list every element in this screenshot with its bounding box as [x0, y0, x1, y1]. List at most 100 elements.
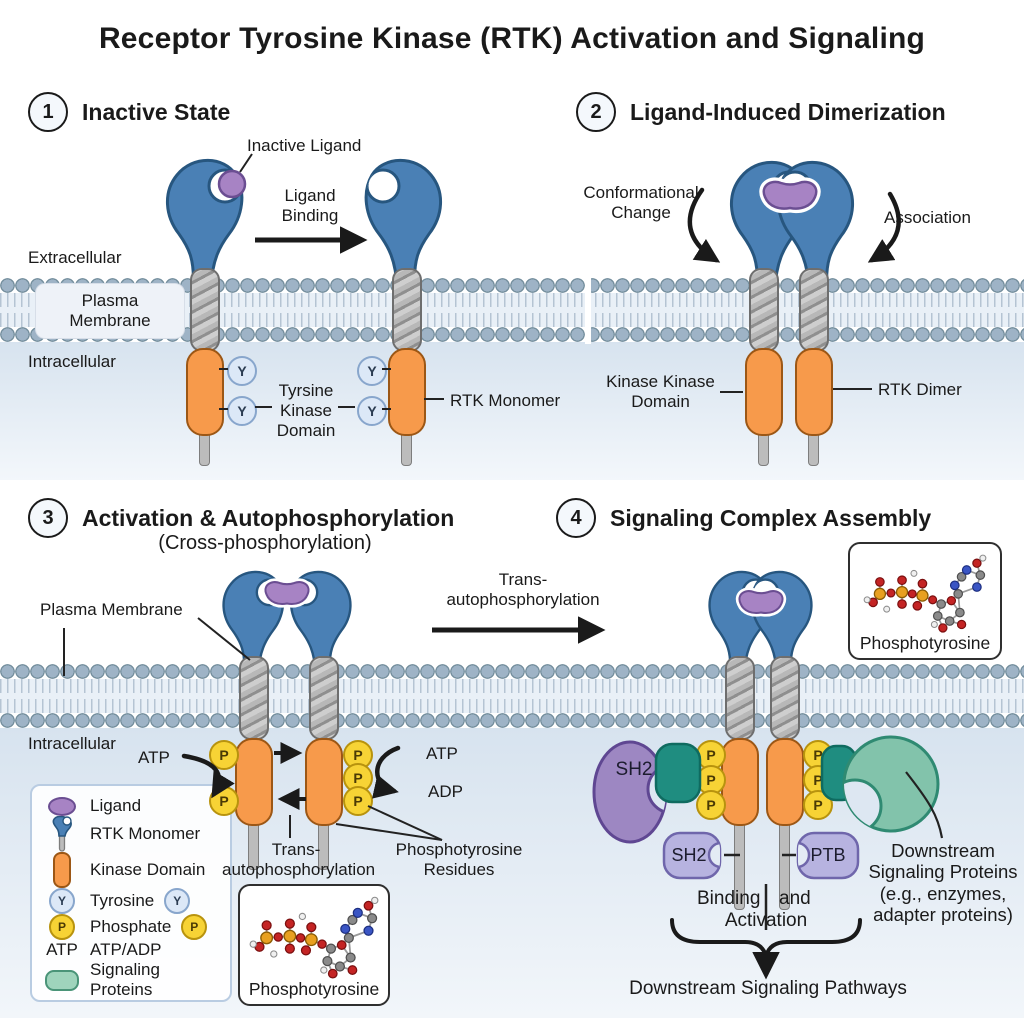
inactive-ligand-shape: [217, 169, 247, 199]
phosphotyrosine-molecule: [863, 554, 987, 634]
phosphate-group: P: [803, 790, 833, 820]
step-2-badge: 2: [576, 92, 616, 132]
tyrosine-residue: Y: [227, 396, 257, 426]
sh2-small-label: SH2: [671, 845, 707, 865]
legend-label: Ligand: [90, 796, 142, 815]
transmembrane-coil: [309, 656, 339, 740]
kinase-domain: [766, 738, 804, 826]
tyrosine-letter: Y: [367, 403, 377, 419]
phosphate-letter: P: [706, 747, 716, 763]
lipid-tails: [0, 679, 1024, 713]
extracellular-label: Extracellular: [28, 248, 122, 267]
diagram-title: Receptor Tyrosine Kinase (RTK) Activatio…: [98, 22, 926, 55]
phosphate-letter: P: [813, 797, 823, 813]
legend-item-tyrosine: Y Tyrosine Y: [44, 888, 220, 915]
tyrosine-kinase-domain-label: Tyrsine Kinase Domain: [276, 381, 336, 441]
atp-label-left: ATP: [138, 748, 170, 767]
plasma-membrane-box: Plasma Membrane: [36, 284, 184, 338]
kinase-domain: [235, 738, 273, 826]
transmembrane-coil: [770, 656, 800, 740]
kinase-domain: [186, 348, 224, 436]
kinase-domain-label: Kinase Kinase Domain: [606, 372, 715, 412]
intracellular-label: Intracellular: [28, 352, 116, 371]
panel-3-subtitle: (Cross-phosphorylation): [158, 532, 372, 554]
phosphate-letter: P: [706, 772, 716, 788]
kinase-domain: [795, 348, 833, 436]
phosphate-group: P: [343, 786, 373, 816]
legend-item-ligand: Ligand: [44, 796, 220, 816]
legend-label: RTK Monomer: [90, 824, 201, 844]
legend-label: Kinase Domain: [90, 860, 206, 880]
panel-1-header: 1 Inactive State: [28, 92, 230, 132]
intracellular-label-3: Intracellular: [28, 734, 116, 753]
ligand-icon: [44, 796, 80, 816]
ptb-label: PTB: [810, 845, 846, 865]
legend-label: Signaling Proteins: [90, 960, 160, 1000]
intracellular-background-top: [0, 342, 1024, 480]
phosphate-group: P: [696, 790, 726, 820]
step-4-badge: 4: [556, 498, 596, 538]
phosphate-icon: P: [181, 914, 208, 941]
transmembrane-coil: [190, 268, 220, 352]
transmembrane-coil: [239, 656, 269, 740]
phosphotyrosine-inset-label: Phosphotyrosine: [248, 979, 380, 1000]
transmembrane-coil: [725, 656, 755, 740]
plasma-membrane-label: Plasma Membrane: [69, 290, 151, 330]
phosphotyrosine-inset-3: Phosphotyrosine: [238, 884, 390, 1006]
legend-label: Phosphate: [90, 917, 172, 937]
rtk-dimer-label: RTK Dimer: [878, 380, 962, 399]
tyrosine-letter: Y: [367, 363, 377, 379]
tyrosine-residue: Y: [357, 396, 387, 426]
transmembrane-coil: [749, 268, 779, 352]
membrane-seam: [585, 276, 591, 344]
legend-item-phosphate: P Phosphate P: [44, 914, 220, 941]
legend-item-atp: ATP ATP/ADP: [44, 940, 220, 960]
transmembrane-coil: [799, 268, 829, 352]
and-word: and: [779, 888, 811, 909]
plasma-membrane-label-3: Plasma Membrane: [40, 600, 183, 619]
phosphate-letter: P: [219, 747, 229, 763]
adp-label: ADP: [428, 782, 463, 801]
ligand-binding-label: Ligand Binding: [281, 186, 339, 226]
kinase-domain: [305, 738, 343, 826]
legend: Ligand RTK Monomer Kinase Domain Y Tyros…: [30, 784, 232, 1002]
phosphate-icon: P: [44, 914, 80, 941]
tyrosine-icon: Y: [44, 888, 80, 915]
kinase-domain: [745, 348, 783, 436]
legend-item-rtk-monomer: RTK Monomer: [44, 816, 220, 852]
downstream-proteins-label: Downstream Signaling Proteins (e.g., enz…: [868, 840, 1018, 925]
phosphate-letter: P: [353, 747, 363, 763]
step-3-badge: 3: [28, 498, 68, 538]
bound-ligand-shape: [764, 182, 816, 209]
phosphate-group: P: [209, 786, 239, 816]
atp-label-right: ATP: [426, 744, 458, 763]
legend-item-kinase-domain: Kinase Domain: [44, 852, 220, 889]
step-1-badge: 1: [28, 92, 68, 132]
kinase-domain: [721, 738, 759, 826]
plasma-membrane-leader: [197, 617, 251, 661]
binding-word: Binding: [697, 888, 761, 909]
panel-3-title: Activation & Autophosphorylation: [82, 504, 455, 531]
panel-4-title: Signaling Complex Assembly: [610, 504, 932, 531]
legend-item-signaling-proteins: Signaling Proteins: [44, 960, 220, 1000]
plasma-membrane-band-bottom: [0, 664, 1024, 728]
inactive-ligand-leader: [239, 153, 253, 173]
sh2-large-label: SH2: [615, 759, 653, 780]
legend-label: ATP/ADP: [90, 940, 162, 960]
rtk-monomer-icon: [44, 816, 80, 852]
atp-text-icon: ATP: [46, 940, 78, 960]
activation-word: Activation: [724, 910, 808, 931]
phosphate-letter: P: [353, 770, 363, 786]
phosphate-letter: P: [219, 793, 229, 809]
phosphate-letter: P: [706, 797, 716, 813]
lipid-heads-row: [0, 664, 1024, 679]
phosphate-letter: P: [813, 747, 823, 763]
panel-4-header: 4 Signaling Complex Assembly: [556, 498, 931, 538]
conformational-change-label: Conformational Change: [583, 183, 699, 223]
tyrosine-residue: Y: [357, 356, 387, 386]
signaling-proteins-icon: [44, 969, 80, 991]
phosphate-group: P: [209, 740, 239, 770]
panel-1-title: Inactive State: [82, 98, 231, 125]
phosphotyrosine-inset-4: Phosphotyrosine: [848, 542, 1002, 660]
